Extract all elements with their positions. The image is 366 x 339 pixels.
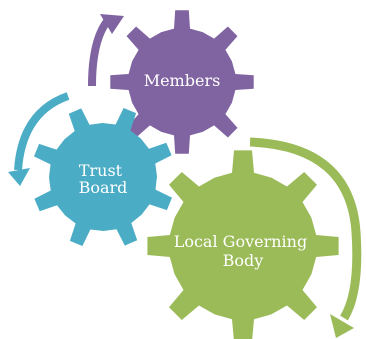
arrow-local-governing-body (249, 137, 362, 338)
gear-members-label-line-1: Members (144, 71, 221, 90)
gear-local-governing-body-label-line-1: Local Governing (174, 232, 308, 251)
gear-local-governing-body-label-line-2: Body (223, 251, 264, 270)
gear-trust-board-label-line-2: Board (79, 178, 128, 197)
gear-members: Members (110, 10, 254, 154)
gear-local-governing-body: Local Governing Body (147, 150, 339, 339)
gear-trust-board-label: Trust Board (79, 161, 128, 197)
arrow-members (88, 14, 124, 87)
gear-local-governing-body-label: Local Governing Body (174, 232, 313, 270)
gear-members-label: Members (144, 71, 221, 90)
arrow-trust-board (8, 92, 70, 186)
gear-trust-board-label-line-1: Trust (79, 161, 123, 180)
gear-trust-board: Trust Board (34, 108, 172, 246)
